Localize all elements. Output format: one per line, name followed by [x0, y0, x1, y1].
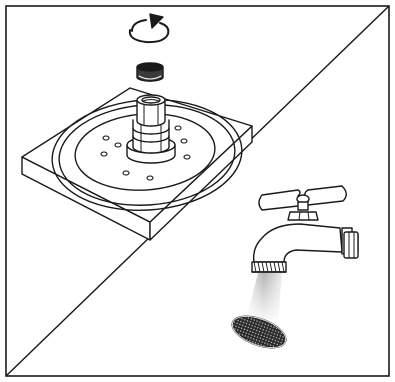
faucet-bonnet: [288, 212, 318, 220]
cap: [137, 63, 163, 81]
